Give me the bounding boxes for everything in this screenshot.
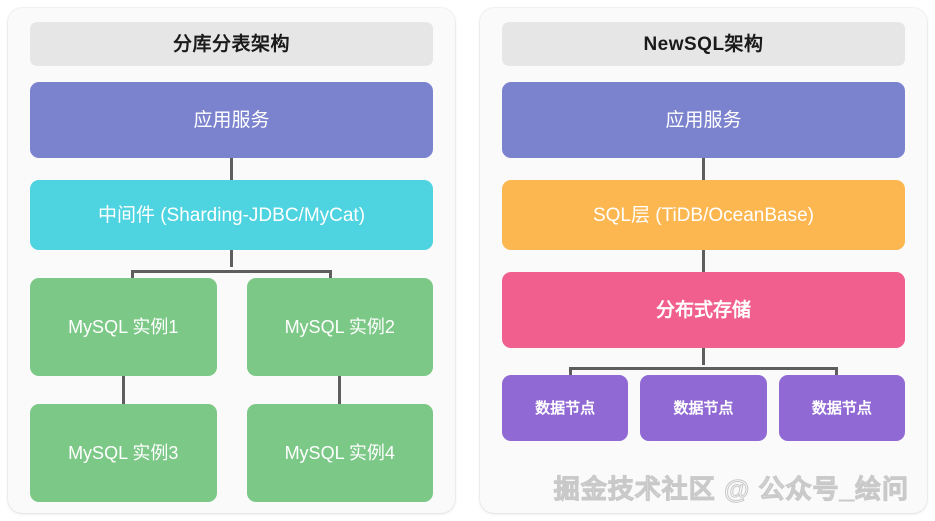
- panel-sharding-architecture: 分库分表架构 应用服务 中间件 (Sharding-JDBC/MyCat) My…: [8, 8, 455, 513]
- node-label-app-service-left: 应用服务: [193, 109, 270, 131]
- node-app-service-right: 应用服务: [502, 82, 905, 158]
- node-app-service-left: 应用服务: [30, 82, 433, 158]
- watermark-text: 掘金技术社区 @ 公众号_绘问: [553, 473, 909, 504]
- branch-storage-to-datanodes: [502, 348, 905, 375]
- node-label-distributed-storage: 分布式存储: [655, 299, 751, 321]
- branch-drop-left: [130, 272, 134, 278]
- node-label-sql-layer: SQL层 (TiDB/OceanBase): [592, 204, 815, 226]
- node-data-node-3: 数据节点: [778, 375, 905, 441]
- node-sql-layer: SQL层 (TiDB/OceanBase): [502, 180, 905, 250]
- branch-stem: [230, 250, 233, 267]
- node-label-app-service-right: 应用服务: [665, 109, 742, 131]
- panel-header-newsql: NewSQL架构: [502, 22, 905, 66]
- node-distributed-storage: 分布式存储: [502, 272, 905, 348]
- node-data-node-2: 数据节点: [640, 375, 767, 441]
- datanode-grid: 数据节点 数据节点 数据节点: [502, 375, 905, 441]
- branch-bar: [568, 367, 839, 370]
- mysql-instance-grid: MySQL 实例1 MySQL 实例3 MySQL 实例2 MySQL 实例4: [30, 278, 433, 502]
- connector-mysql2-to-mysql4: [338, 376, 342, 404]
- node-label-mysql-instance-3: MySQL 实例3: [68, 443, 179, 463]
- connector-app-to-middleware: [230, 158, 233, 180]
- connector-app-to-sql-layer: [702, 158, 705, 180]
- node-mysql-instance-4: MySQL 实例4: [246, 404, 433, 502]
- branch-bar: [130, 270, 333, 273]
- panel-newsql-architecture: NewSQL架构 应用服务 SQL层 (TiDB/OceanBase) 分布式存…: [480, 8, 927, 513]
- node-label-mysql-instance-4: MySQL 实例4: [284, 443, 395, 463]
- node-mysql-instance-1: MySQL 实例1: [30, 278, 217, 376]
- branch-drop-right: [329, 272, 333, 278]
- mysql-column-left: MySQL 实例1 MySQL 实例3: [30, 278, 217, 502]
- node-label-data-node-2: 数据节点: [673, 399, 734, 417]
- node-label-mysql-instance-1: MySQL 实例1: [68, 317, 179, 337]
- node-middleware: 中间件 (Sharding-JDBC/MyCat): [30, 180, 433, 250]
- panel-title-sharding: 分库分表架构: [172, 33, 290, 55]
- node-label-mysql-instance-2: MySQL 实例2: [284, 317, 395, 337]
- branch-middleware-to-instances: [30, 250, 433, 278]
- branch-drop-left: [568, 369, 572, 375]
- node-label-data-node-3: 数据节点: [811, 399, 872, 417]
- branch-drop-right: [835, 369, 839, 375]
- branch-stem: [702, 348, 705, 365]
- node-label-middleware: 中间件 (Sharding-JDBC/MyCat): [97, 204, 366, 226]
- node-label-data-node-1: 数据节点: [535, 399, 596, 417]
- node-mysql-instance-2: MySQL 实例2: [246, 278, 433, 376]
- node-mysql-instance-3: MySQL 实例3: [30, 404, 217, 502]
- panel-title-newsql: NewSQL架构: [643, 33, 764, 55]
- connector-mysql1-to-mysql3: [121, 376, 125, 404]
- node-data-node-1: 数据节点: [502, 375, 629, 441]
- mysql-column-right: MySQL 实例2 MySQL 实例4: [246, 278, 433, 502]
- connector-sql-layer-to-storage: [702, 250, 705, 272]
- panel-header-sharding: 分库分表架构: [30, 22, 433, 66]
